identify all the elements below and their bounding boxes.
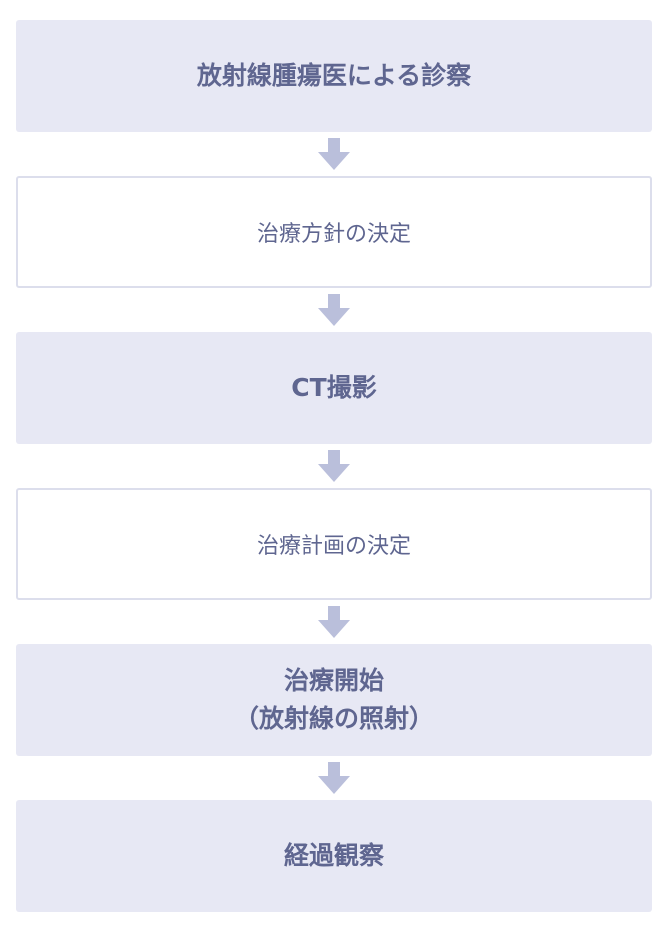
step-treatment-start-sublabel: （放射線の照射） — [233, 704, 434, 733]
step-treatment-plan-label: 治療計画の決定 — [256, 534, 411, 559]
step-consultation-box: 放射線腫瘍医による診察 — [16, 20, 652, 132]
down-arrow-icon — [16, 600, 652, 644]
step-treatment-start-label: 治療開始 — [283, 666, 384, 695]
step-follow-up-box: 経過観察 — [16, 800, 652, 912]
step-ct-scan-label: CT撮影 — [291, 373, 377, 402]
down-arrow-icon — [16, 444, 652, 488]
down-arrow-icon — [16, 756, 652, 800]
down-arrow-icon — [16, 288, 652, 332]
step-treatment-policy-box: 治療方針の決定 — [16, 176, 652, 288]
treatment-flow-diagram: 放射線腫瘍医による診察 治療方針の決定 CT撮影 治療計画の決定 治療開始 （放… — [16, 20, 652, 912]
step-ct-scan-box: CT撮影 — [16, 332, 652, 444]
step-treatment-policy-label: 治療方針の決定 — [256, 222, 411, 247]
step-treatment-start-box: 治療開始 （放射線の照射） — [16, 644, 652, 756]
step-consultation-label: 放射線腫瘍医による診察 — [196, 61, 472, 90]
down-arrow-icon — [16, 132, 652, 176]
step-treatment-plan-box: 治療計画の決定 — [16, 488, 652, 600]
step-follow-up-label: 経過観察 — [283, 841, 384, 870]
